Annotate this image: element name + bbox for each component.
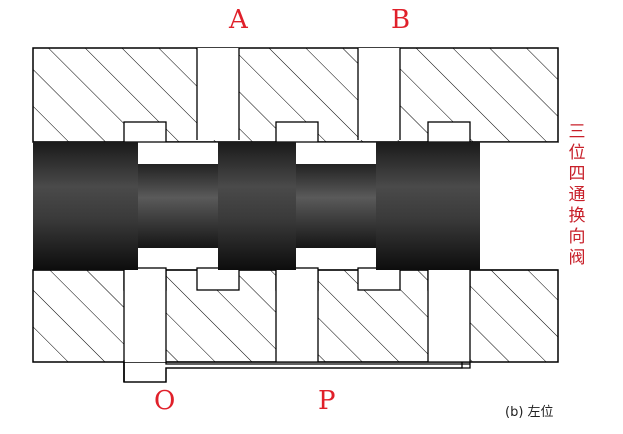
spool-land-right: [376, 142, 480, 270]
spool-land-left: [33, 142, 138, 270]
spool: [33, 142, 480, 270]
valve-name-char: 三: [568, 122, 586, 142]
valve-name-char: 四: [568, 164, 586, 184]
valve-body-top: [32, 47, 559, 145]
spool-land-middle: [218, 142, 296, 270]
port-o-label: O: [154, 386, 176, 416]
spool-neck-left: [138, 164, 218, 248]
valve-name-char: 换: [568, 206, 586, 226]
port-p-label: P: [318, 386, 336, 416]
valve-name-vertical: 三 位 四 通 换 向 阀: [564, 122, 590, 269]
port-a-label: A: [229, 5, 248, 35]
port-b-label: B: [391, 5, 411, 35]
figure-caption: (b) 左位: [505, 405, 554, 420]
return-line: [123, 362, 470, 383]
valve-name-char: 通: [568, 185, 586, 205]
valve-name-char: 向: [568, 227, 586, 247]
valve-name-char: 位: [568, 143, 586, 163]
valve-body-bottom: [32, 267, 559, 382]
valve-name-char: 阀: [568, 248, 586, 268]
spool-neck-right: [296, 164, 376, 248]
